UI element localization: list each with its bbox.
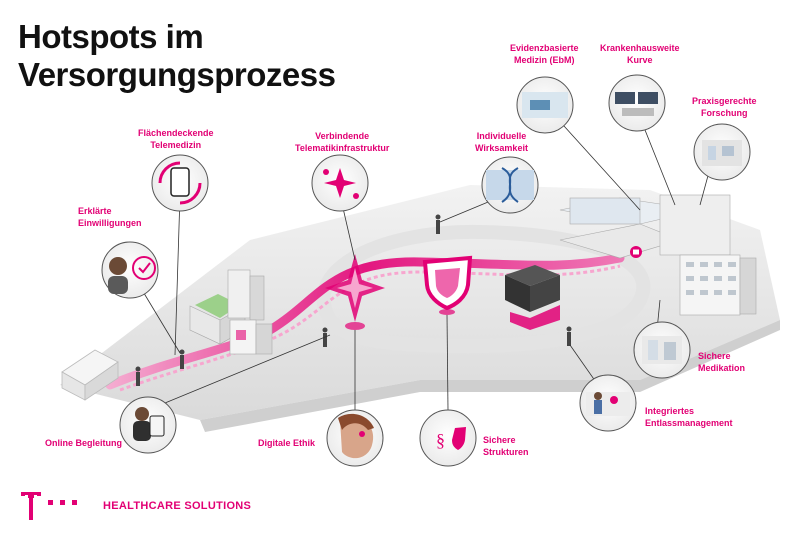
- page-title: Hotspots im Versorgungsprozess: [18, 18, 336, 94]
- label-wirksamkeit: Individuelle Wirksamkeit: [475, 131, 528, 153]
- data-center: [505, 265, 560, 330]
- svg-text:§: §: [436, 430, 445, 450]
- telekom-logo: [21, 492, 77, 520]
- network-star-icon: [311, 154, 369, 212]
- label-ethik: Digitale Ethik: [258, 438, 316, 448]
- hospital-room-icon: [516, 76, 574, 134]
- tablet-user-icon: [119, 396, 177, 454]
- telematik-star: [325, 254, 385, 322]
- face-icon: [326, 409, 384, 467]
- label-ebm: Evidenzbasierte Medizin (EbM): [510, 43, 579, 65]
- label-telematik: Verbindende Telematikinfrastruktur: [295, 131, 390, 153]
- label-forschung: Praxisgerechte Forschung: [692, 96, 757, 118]
- data-ribbon: [105, 253, 625, 390]
- house: [61, 349, 119, 401]
- ground-shadow: [200, 320, 780, 432]
- label-medikation: Sichere Medikation: [698, 351, 746, 373]
- discharge-icon: [579, 374, 637, 432]
- person-check-icon: [101, 241, 159, 299]
- pharmacy-icon: [633, 321, 691, 379]
- label-kurve: Krankenhausweite Kurve: [600, 43, 680, 65]
- lab-icon: [693, 123, 751, 181]
- city-buildings: [189, 269, 273, 355]
- dna-icon: [481, 156, 539, 214]
- security-shield: [422, 255, 473, 311]
- title-line-1: Hotspots im: [18, 18, 204, 55]
- star-base: [345, 322, 365, 330]
- paragraph-shield-icon: §: [419, 409, 477, 467]
- walkway-loop: [316, 224, 651, 354]
- hotspot-circles: §: [101, 74, 751, 467]
- shield-base: [439, 309, 455, 315]
- label-strukturen: Sichere Strukturen: [483, 435, 529, 457]
- monitor-wall-icon: [608, 74, 666, 132]
- title-line-2: Versorgungsprozess: [18, 56, 336, 93]
- label-begleitung: Online Begleitung: [45, 438, 123, 448]
- hospital-complex: [559, 194, 757, 316]
- label-entlass: Integriertes Entlassmanagement: [645, 406, 733, 428]
- label-einwilligungen: Erklärte Einwilligungen: [78, 206, 142, 228]
- brand-name: HEALTHCARE SOLUTIONS: [103, 500, 252, 512]
- label-telemedizin: Flächendeckende Telemedizin: [138, 128, 214, 150]
- people: [135, 214, 572, 386]
- smartphone-sync-icon: [151, 154, 209, 212]
